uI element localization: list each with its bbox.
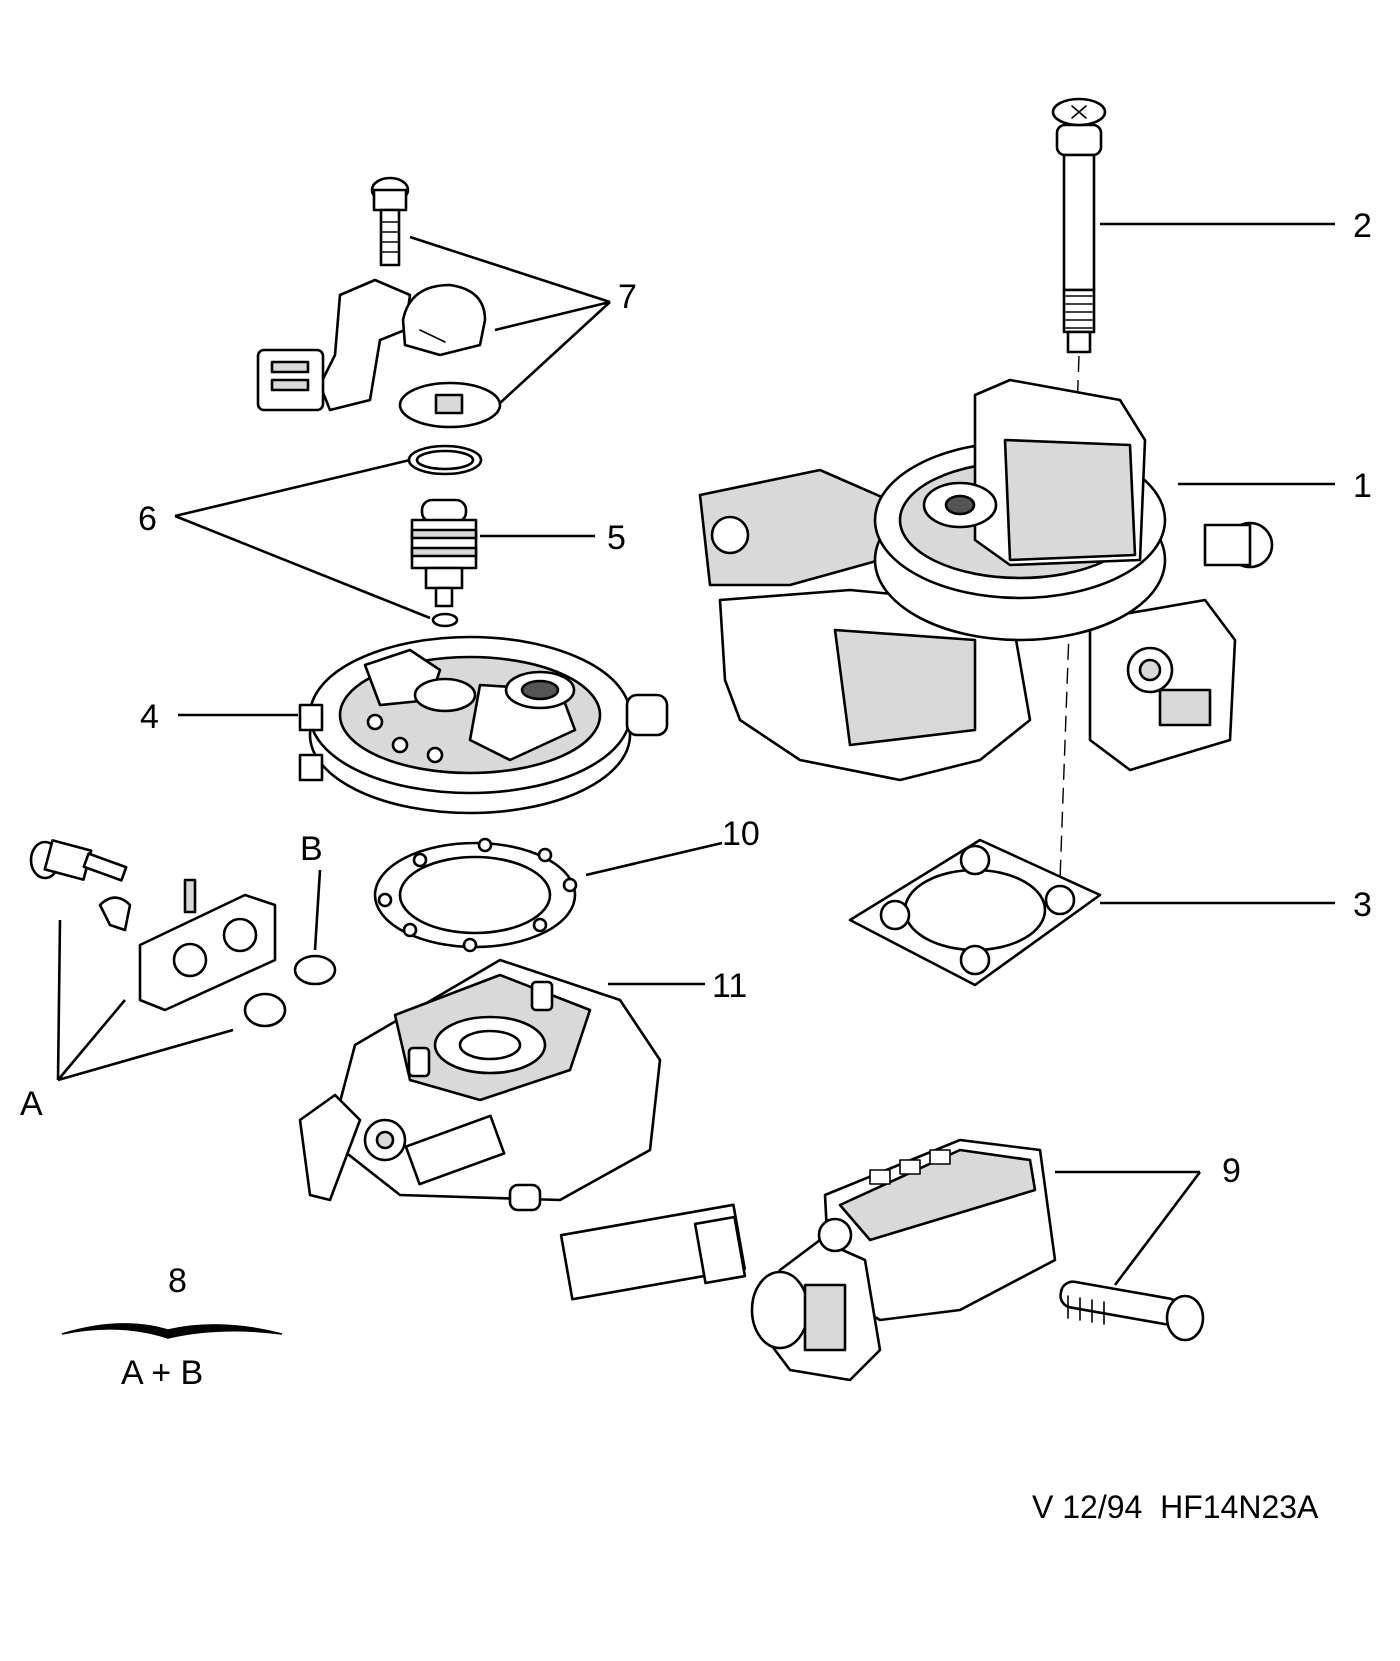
kit-note-divider	[61, 1323, 283, 1339]
leader-7a	[409, 235, 611, 304]
part-3-square-gasket	[848, 838, 1102, 987]
callout-4: 4	[140, 698, 159, 736]
kit-note: 8 A + B	[61, 1262, 283, 1392]
part-10-round-gasket	[373, 837, 578, 953]
leader-7c	[499, 301, 611, 404]
leader-lines	[56, 222, 1335, 1286]
callout-5: 5	[607, 519, 626, 557]
leader-A1	[56, 919, 62, 1081]
part-11-lower-body	[298, 958, 662, 1212]
leader-7b	[494, 300, 611, 332]
callout-2: 2	[1353, 207, 1372, 245]
callout-7: 7	[618, 278, 637, 316]
part-1-throttle-body	[698, 378, 1274, 782]
part-A-connector-set	[29, 839, 277, 1012]
drawing-reference-code: V 12/94 HF14N23A	[1032, 1489, 1319, 1525]
callout-B: B	[300, 830, 323, 868]
part-4-upper-housing	[298, 635, 669, 815]
leader-9b	[1113, 1171, 1202, 1286]
part-9-motor-unit	[559, 1138, 1205, 1382]
callout-3: 3	[1353, 886, 1372, 924]
callout-6: 6	[138, 500, 157, 538]
leader-6b	[174, 514, 431, 620]
part-B-o-rings	[243, 954, 337, 1028]
leader-10	[585, 841, 723, 877]
part-7-sensor-set	[256, 176, 502, 429]
leader-B	[313, 869, 322, 951]
callout-9: 9	[1222, 1152, 1241, 1190]
callout-8: 8	[168, 1262, 187, 1300]
callout-1: 1	[1353, 467, 1372, 505]
callout-A: A	[20, 1085, 43, 1123]
callout-11: 11	[712, 967, 747, 1005]
kit-note-formula: A + B	[121, 1354, 203, 1392]
callout-labels: 2 1 3 7 6 5 4 10 11 B A 9	[20, 207, 1372, 1190]
leader-A3	[57, 1028, 234, 1082]
leader-A2	[57, 999, 126, 1081]
part-2-bolt	[1051, 97, 1107, 354]
callout-10: 10	[722, 815, 760, 853]
part-5-plunger	[410, 498, 478, 608]
leader-6a	[174, 458, 411, 518]
